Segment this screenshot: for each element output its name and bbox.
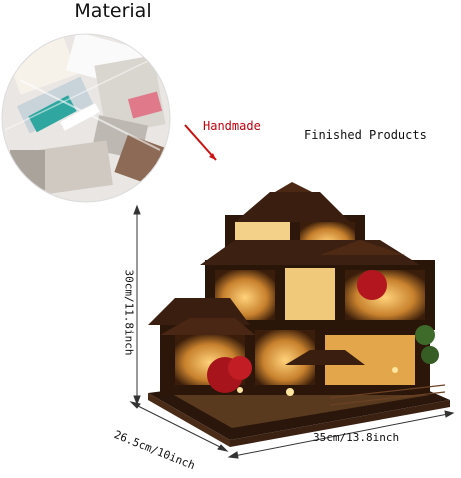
height-dimension-line: [133, 204, 141, 406]
height-label: 30cm/11.8inch: [122, 269, 136, 356]
handmade-label: Handmade: [203, 119, 261, 133]
width-label: 35cm/13.8inch: [313, 431, 400, 444]
material-parts-image: [2, 34, 170, 202]
width-dimension-line: [227, 410, 455, 459]
finished-house-image: [148, 182, 450, 447]
material-label: Material: [74, 0, 152, 22]
red-diagonal-arrow-icon: [184, 124, 217, 161]
finished-products-label: Finished Products: [304, 128, 427, 142]
depth-dimension-line: [129, 401, 229, 452]
